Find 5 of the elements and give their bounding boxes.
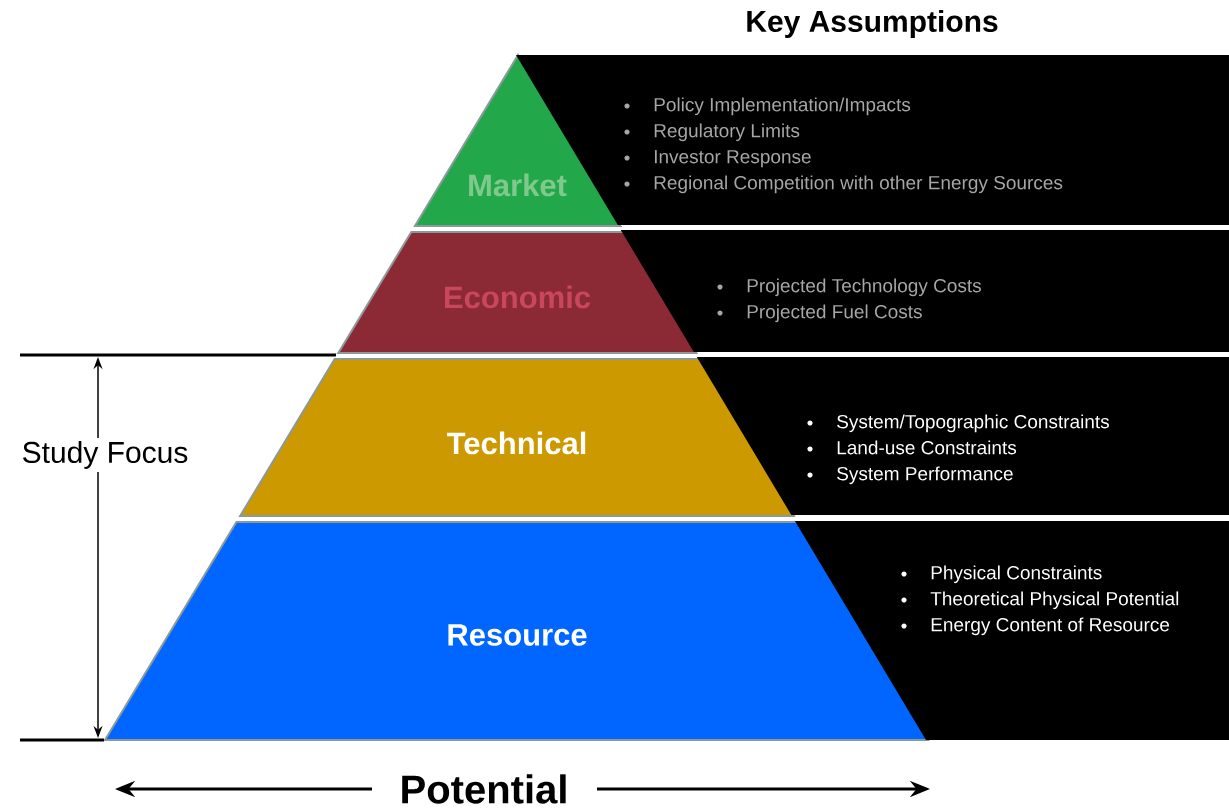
assumptions-panel: Physical Constraints Theoretical Physical Potential Energy Content of Resource (794, 521, 1229, 740)
assumptions-panel: System/Topographic Constraints Land-use Constraints System Performance (696, 357, 1229, 515)
axis-label: Study Focus (18, 438, 192, 472)
assumptions-panel: Projected Technology Costs Projected Fuel Costs (620, 230, 1229, 352)
heading: Key Assumptions (747, 10, 998, 38)
